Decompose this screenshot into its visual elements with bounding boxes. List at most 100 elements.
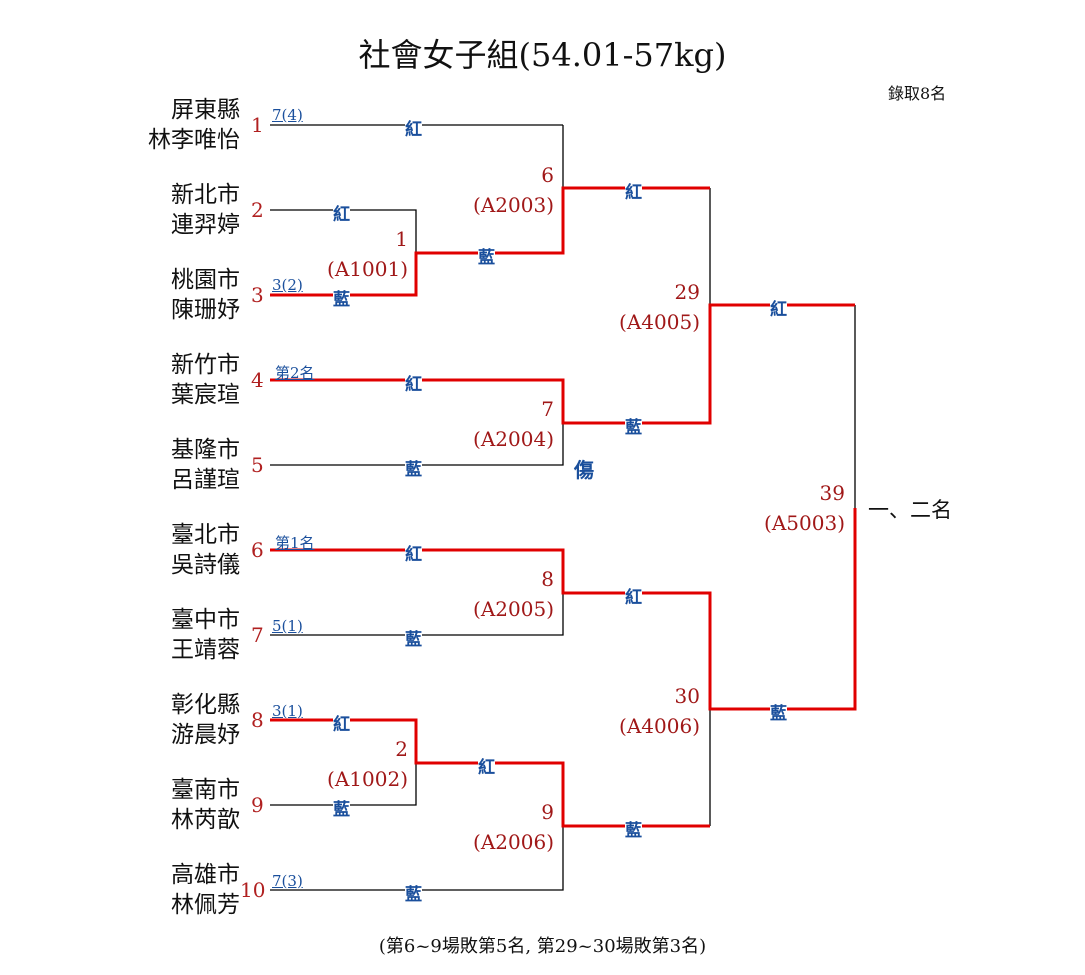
corner-blue-label: 藍 — [405, 625, 422, 650]
entrant-8: 彰化縣游晨妤 — [40, 690, 240, 750]
match-29: 29 (A4005) — [580, 277, 700, 337]
corner-red-label: 紅 — [625, 583, 642, 608]
match-9: 9 (A2006) — [434, 797, 554, 857]
entrant-5: 基隆市呂謹瑄 — [40, 435, 240, 495]
entrant-tag: 7(3) — [272, 872, 303, 890]
corner-blue-label: 藍 — [625, 413, 642, 438]
entrant-city: 臺中市 — [171, 607, 240, 633]
match-number: 9 — [541, 800, 554, 824]
entrant-name: 葉宸瑄 — [171, 382, 240, 408]
entrant-tag: 3(1) — [272, 702, 303, 720]
entrant-name: 呂謹瑄 — [171, 467, 240, 493]
corner-blue-label: 藍 — [625, 816, 642, 841]
match-6: 6 (A2003) — [434, 160, 554, 220]
corner-red-label: 紅 — [333, 710, 350, 735]
match-number: 6 — [541, 163, 554, 187]
corner-red-label: 紅 — [405, 370, 422, 395]
entrant-name: 游晨妤 — [171, 722, 240, 748]
match-30: 30 (A4006) — [580, 681, 700, 741]
line-entrant-9 — [270, 763, 417, 806]
entrant-city: 屏東縣 — [171, 97, 240, 123]
entrant-9: 臺南市林芮歆 — [40, 775, 240, 835]
line-entrant-7 — [270, 593, 564, 636]
entrant-10: 高雄市林佩芳 — [40, 860, 240, 920]
corner-red-label: 紅 — [478, 753, 495, 778]
seed-number: 10 — [240, 878, 266, 902]
corner-red-label: 紅 — [625, 178, 642, 203]
entrant-name: 林佩芳 — [171, 892, 240, 918]
match-number: 8 — [541, 567, 554, 591]
match-code: (A2004) — [473, 427, 554, 451]
seed-number: 5 — [251, 453, 264, 477]
entrant-city: 臺南市 — [171, 777, 240, 803]
entrant-city: 高雄市 — [171, 862, 240, 888]
match-number: 7 — [541, 397, 554, 421]
entrant-4: 新竹市葉宸瑄 — [40, 350, 240, 410]
match-number: 30 — [674, 684, 700, 708]
entrant-tag: 3(2) — [272, 276, 303, 294]
seed-number: 8 — [251, 708, 264, 732]
quota-note: 錄取8名 — [888, 84, 947, 103]
entrant-7: 臺中市王靖蓉 — [40, 605, 240, 665]
entrant-city: 新竹市 — [171, 352, 240, 378]
final-placement-label: 一、二名 — [868, 498, 952, 522]
match-code: (A4005) — [619, 310, 700, 334]
match-code: (A5003) — [764, 511, 845, 535]
entrant-name: 連羿婷 — [171, 212, 240, 238]
entrant-1: 屏東縣林李唯怡 — [40, 95, 240, 155]
corner-blue-label: 藍 — [478, 243, 495, 268]
seed-number: 6 — [251, 538, 264, 562]
line-entrant-5 — [270, 423, 564, 466]
corner-blue-label: 藍 — [770, 699, 787, 724]
match-number: 29 — [674, 280, 700, 304]
match-code: (A2003) — [473, 193, 554, 217]
seed-number: 3 — [251, 283, 264, 307]
corner-blue-label: 藍 — [405, 880, 422, 905]
footnote: (第6~9場敗第5名, 第29~30場敗第3名) — [378, 936, 707, 957]
entrant-2: 新北市連羿婷 — [40, 180, 240, 240]
seed-number: 4 — [251, 368, 264, 392]
entrant-tag: 第2名 — [275, 364, 315, 382]
entrant-name: 王靖蓉 — [171, 637, 240, 663]
entrant-city: 桃園市 — [171, 267, 240, 293]
seed-number: 1 — [251, 113, 264, 137]
match-code: (A4006) — [619, 714, 700, 738]
match-code: (A1001) — [327, 257, 408, 281]
match-7: 7 (A2004) — [434, 394, 554, 454]
match-code: (A2006) — [473, 830, 554, 854]
corner-red-label: 紅 — [405, 540, 422, 565]
line-entrant-2 — [270, 209, 417, 253]
win-line-entrant-6 — [270, 508, 857, 711]
entrant-name: 吳詩儀 — [171, 552, 240, 578]
entrant-tag: 5(1) — [272, 617, 303, 635]
seed-number: 7 — [251, 623, 264, 647]
match-number: 1 — [395, 227, 408, 251]
corner-red-label: 紅 — [770, 295, 787, 320]
corner-red-label: 紅 — [405, 115, 422, 140]
entrant-6: 臺北市吳詩儀 — [40, 520, 240, 580]
page-title: 社會女子組(54.01-57kg) — [358, 36, 727, 74]
corner-blue-label: 藍 — [405, 455, 422, 480]
corner-blue-label: 藍 — [333, 795, 350, 820]
match-8: 8 (A2005) — [434, 564, 554, 624]
entrant-name: 陳珊妤 — [171, 297, 240, 323]
entrant-city: 彰化縣 — [171, 692, 240, 718]
corner-red-label: 紅 — [333, 200, 350, 225]
entrant-3: 桃園市陳珊妤 — [40, 265, 240, 325]
match-39: 39 (A5003) — [725, 478, 845, 538]
entrant-name: 林李唯怡 — [148, 127, 240, 153]
match-2: 2(A1002) — [288, 734, 408, 794]
entrant-tag: 7(4) — [272, 106, 303, 124]
entrant-city: 基隆市 — [171, 437, 240, 463]
injury-note: 傷 — [574, 458, 594, 482]
match-code: (A2005) — [473, 597, 554, 621]
seed-number: 2 — [251, 198, 264, 222]
match-number: 39 — [819, 481, 845, 505]
win-line-entrant-4 — [270, 303, 855, 425]
entrant-city: 新北市 — [171, 182, 240, 208]
corner-blue-label: 藍 — [333, 285, 350, 310]
line-entrant-10 — [270, 826, 564, 891]
entrant-city: 臺北市 — [171, 522, 240, 548]
entrant-name: 林芮歆 — [171, 807, 240, 833]
match-number: 2 — [395, 737, 408, 761]
